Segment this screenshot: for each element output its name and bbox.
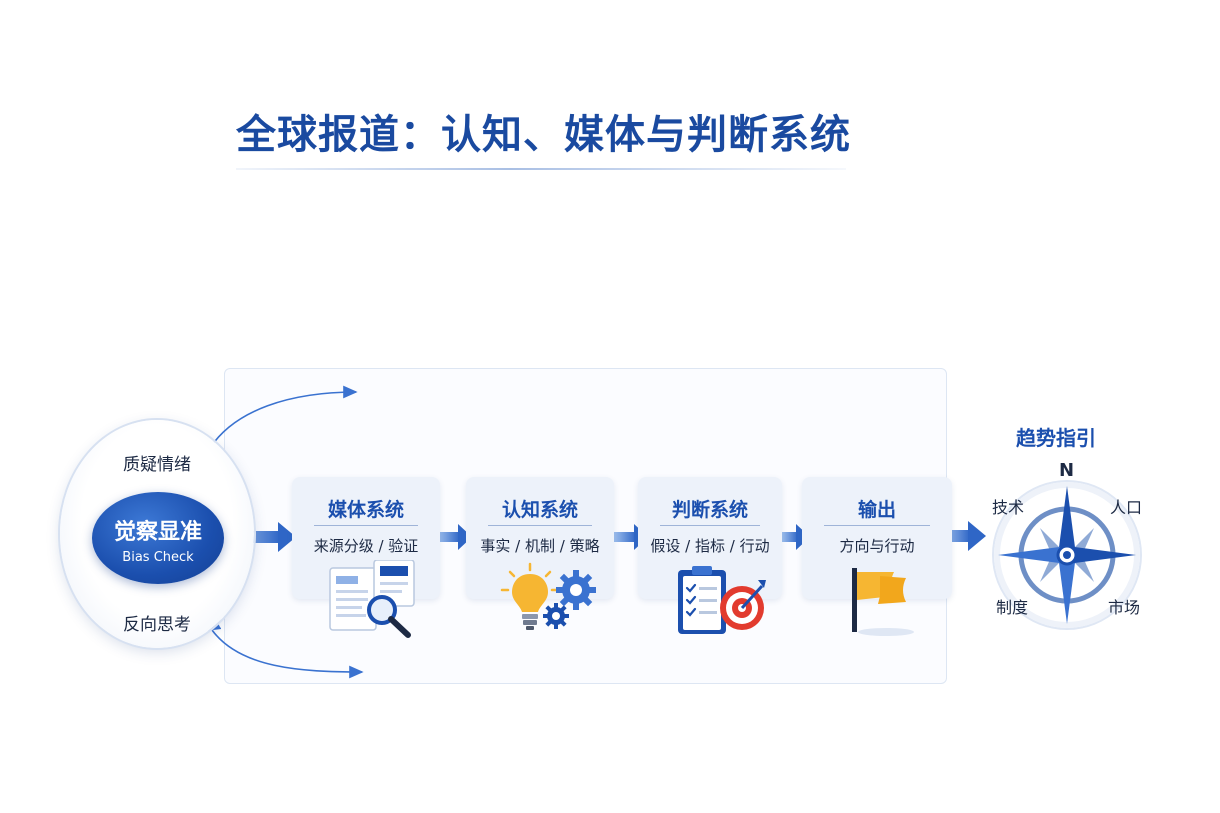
- stage-title: 媒体系统: [327, 499, 404, 521]
- card-divider: [660, 525, 760, 526]
- bias-check-bottom-label: 反向思考: [123, 615, 191, 635]
- title-underline: [236, 168, 846, 170]
- flag-icon: [852, 568, 914, 636]
- compass-label-top-right: 人口: [1110, 498, 1143, 517]
- flow-arrow-2: [438, 524, 472, 550]
- bias-check-sub-label: Bias Check: [122, 550, 194, 565]
- stage-title: 输出: [857, 499, 896, 521]
- compass-label-top-left: 技术: [992, 498, 1025, 517]
- stage-subtitle: 假设 / 指标 / 行动: [650, 537, 770, 555]
- stage-title: 认知系统: [501, 499, 578, 521]
- compass-icon: [992, 480, 1142, 630]
- compass-label-bottom-right: 市场: [1108, 598, 1141, 617]
- bias-check-main-label: 觉察显准: [113, 520, 202, 545]
- card-divider: [314, 525, 418, 526]
- compass-title: 趋势指引: [1016, 426, 1096, 450]
- compass-label-bottom-left: 制度: [996, 598, 1029, 617]
- page-title: 全球报道：认知、媒体与判断系统: [236, 112, 851, 158]
- compass-north-label: N: [1059, 460, 1075, 481]
- stage-title: 判断系统: [671, 499, 748, 521]
- lightbulb-gears-icon: [500, 562, 596, 630]
- stage-subtitle: 来源分级 / 验证: [313, 537, 419, 555]
- feedback-arrow-top: [209, 385, 358, 449]
- feedback-arrow-bottom: [211, 629, 364, 679]
- document-search-icon: [329, 560, 415, 638]
- bias-check-top-label: 质疑情绪: [123, 455, 191, 475]
- card-divider: [824, 525, 930, 526]
- stage-subtitle: 事实 / 机制 / 策略: [480, 537, 600, 555]
- bias-check-core: 觉察显准 Bias Check: [92, 492, 224, 584]
- stage-subtitle: 方向与行动: [839, 537, 915, 555]
- checklist-target-icon: [678, 566, 766, 634]
- card-divider: [488, 525, 592, 526]
